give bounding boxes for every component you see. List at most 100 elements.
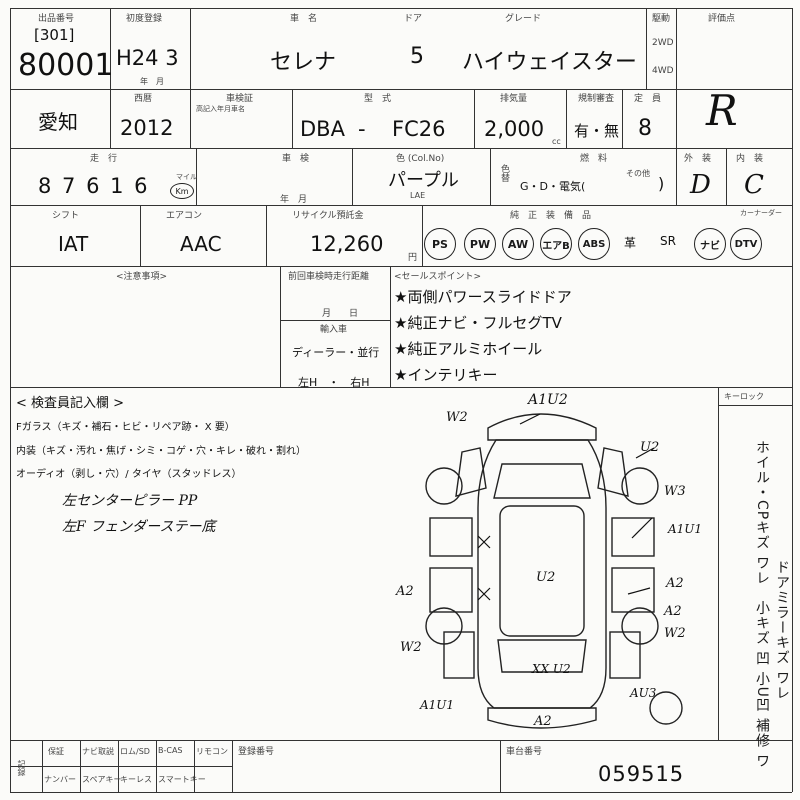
model-code: FC26 [392, 117, 446, 141]
damage-mark: W2 [400, 640, 422, 655]
door-label: ドア [404, 14, 423, 24]
inspector-note-1: 左センターピラー PP [62, 493, 198, 509]
vline [676, 148, 677, 205]
color-value: パープル [388, 170, 459, 191]
option-ps: PS [424, 228, 456, 260]
seats-label: 定 員 [634, 94, 662, 104]
car-diagram [425, 413, 683, 729]
lot-label: 出品番号 [38, 14, 75, 24]
recycle-label: リサイクル預託金 [292, 211, 364, 221]
damage-mark: W2 [446, 410, 468, 425]
vline [566, 89, 567, 148]
footer-number: ナンバー [44, 775, 76, 784]
vline [194, 740, 195, 792]
vline [42, 740, 43, 792]
row5-bottom [10, 387, 792, 388]
drive-2wd: 2WD [652, 38, 674, 48]
exterior-label: 外 装 [684, 154, 712, 164]
footer-keyless: キーレス [120, 775, 152, 784]
vline [352, 148, 353, 205]
aircon-label: エアコン [166, 211, 203, 221]
sales-points-label: <セールスポイント> [394, 272, 482, 282]
option-navi: ナビ [694, 228, 726, 260]
car-name-value: セレナ [270, 50, 337, 75]
inspection-label: 車 検 [282, 154, 310, 164]
sales-point-3: ★純正アルミホイール [394, 340, 543, 358]
import-label: 輸入車 [320, 325, 348, 335]
frame-bottom [10, 792, 792, 793]
frame-right [792, 8, 793, 792]
vline [422, 205, 423, 266]
damage-mark: A2 [666, 576, 684, 591]
vline [110, 89, 111, 148]
grade-value: ハイウェイスター [462, 50, 637, 75]
mileage-unit-km: Km [170, 183, 194, 199]
damage-mark: A1U1 [668, 522, 703, 536]
first-reg-label: 初度登録 [126, 14, 163, 24]
drive-4wd: 4WD [652, 66, 674, 76]
displacement-label: 排気量 [500, 94, 528, 104]
option-abs: ABS [578, 228, 610, 260]
vline [190, 89, 191, 148]
vline [118, 740, 119, 792]
registration-class-label: 車検証 [226, 94, 254, 104]
footer-rom-sd: ロム/SD [120, 747, 150, 756]
lot-bracket: [301] [34, 26, 75, 44]
keyless-label: カーナーダー [740, 209, 782, 217]
vline [500, 740, 501, 792]
vline [280, 266, 281, 387]
first-reg-unit: 年 月 [140, 77, 164, 86]
damage-mark: XX U2 [532, 662, 571, 676]
option-leather: 革 [624, 236, 637, 250]
interior-value: C [744, 170, 764, 200]
damage-mark: A2 [534, 714, 552, 729]
vline [676, 8, 677, 148]
options-label: 純 正 装 備 品 [510, 211, 592, 221]
sales-point-1: ★両側パワースライドドア [394, 288, 572, 306]
mileage-value: 8 7 6 1 6 [38, 174, 150, 198]
hline [718, 405, 792, 406]
damage-marks [477, 413, 655, 601]
dealer-value: ディーラー・並行 [292, 346, 380, 359]
inspector-line-2: 内装（キズ・汚れ・焦げ・シミ・コゲ・穴・キレ・破れ・割れ） [16, 446, 306, 457]
footer-smart-key: スマートキー [158, 775, 206, 784]
vline [156, 740, 157, 792]
fuel-close: ) [658, 174, 665, 193]
interior-label: 内 装 [736, 154, 764, 164]
footer-bcas: B-CAS [158, 746, 183, 755]
score-label: 評価点 [708, 14, 736, 24]
vline [190, 8, 191, 89]
recycle-unit: 円 [408, 253, 418, 263]
frame-left [10, 8, 11, 792]
damage-mark: W3 [664, 484, 686, 499]
option-dtv: DTV [730, 228, 762, 260]
sales-point-4: ★インテリキー [394, 366, 498, 384]
sales-point-2: ★純正ナビ・フルセグTV [394, 314, 562, 332]
frame-top [10, 8, 792, 9]
mileage-label: 走 行 [90, 154, 118, 164]
row3-bottom [10, 205, 792, 206]
damage-mark: AU3 [630, 686, 657, 700]
footer-warranty: 保証 [48, 747, 64, 756]
inspection-unit: 年 月 [280, 195, 308, 205]
car-name-label: 車 名 [290, 14, 318, 24]
vline [80, 740, 81, 792]
damage-mark: U2 [640, 440, 660, 455]
history-unit: 月 日 [322, 309, 359, 319]
footer-corner: 記録 [17, 760, 26, 776]
model-label: 型 式 [364, 94, 392, 104]
option-pw: PW [464, 228, 496, 260]
option-aw: AW [502, 228, 534, 260]
chassis-number-value: 059515 [598, 762, 685, 786]
fuel-options: G・D・電気( [520, 180, 586, 193]
door-value: 5 [410, 44, 424, 69]
shift-label: シフト [52, 211, 80, 221]
shift-value: IAT [58, 232, 89, 256]
mileage-mile: マイル [176, 173, 197, 181]
key-lock-label: キーロック [724, 392, 764, 401]
vline [490, 148, 491, 205]
displacement-unit: cc [552, 137, 561, 146]
emission-value: 有・無 [574, 122, 620, 140]
row1-bottom [10, 89, 792, 90]
history-label: 前回車検時走行距離 [288, 272, 370, 282]
